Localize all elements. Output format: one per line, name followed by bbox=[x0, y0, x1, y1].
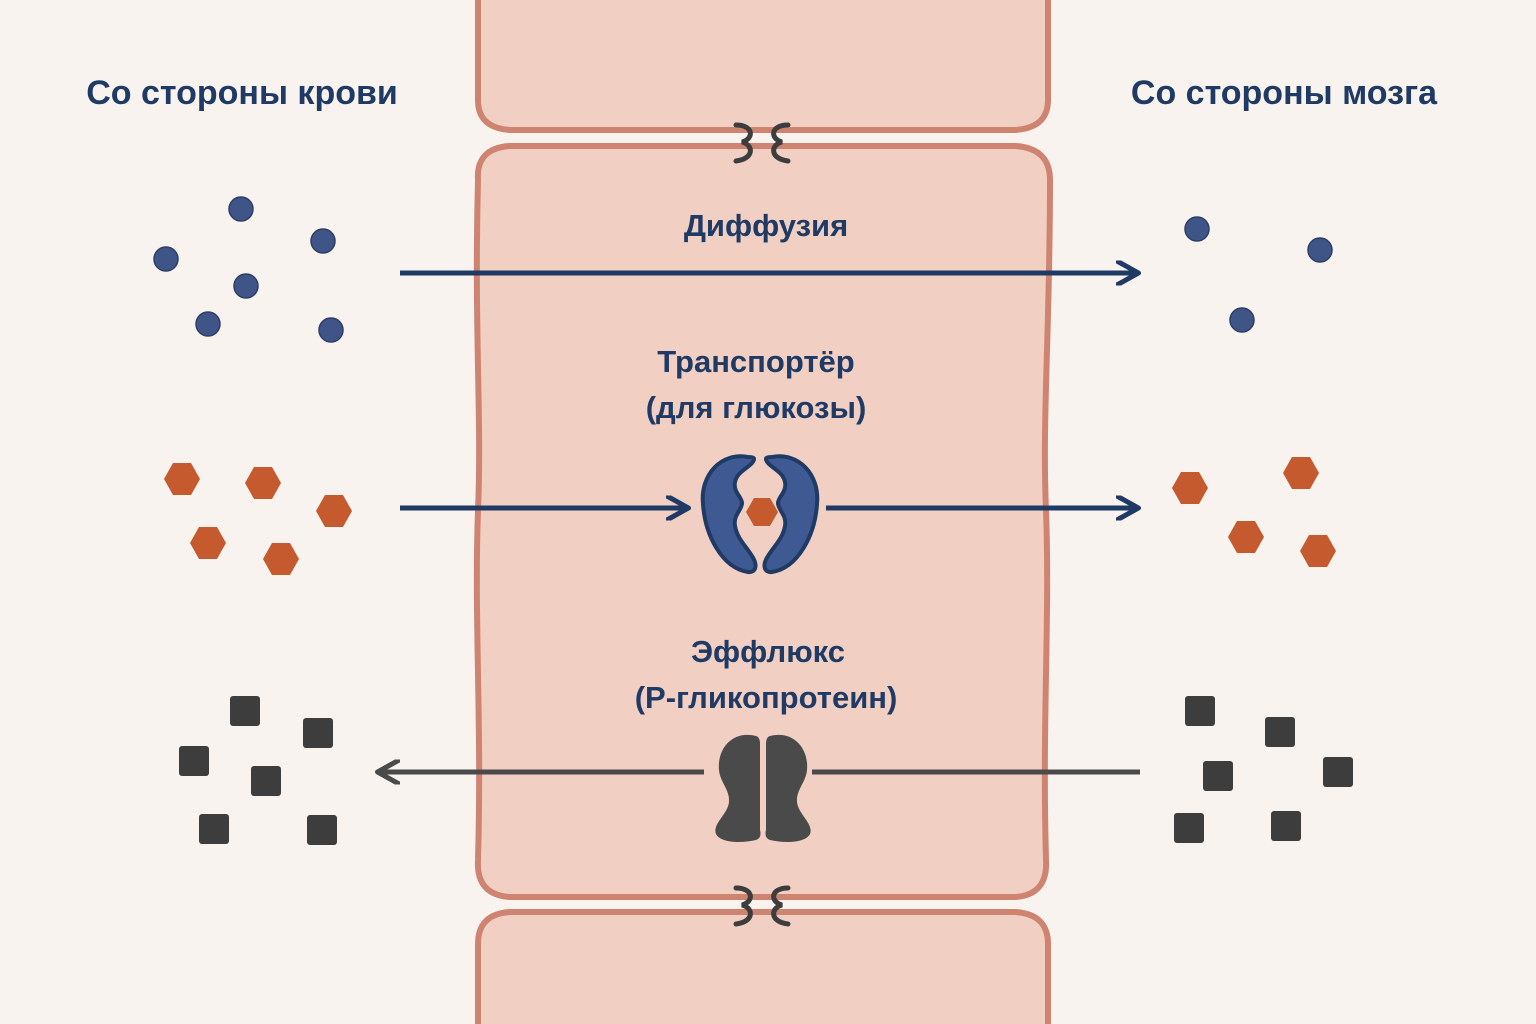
efflux-substrate-square bbox=[199, 814, 229, 844]
small-molecule-circle bbox=[1307, 237, 1333, 263]
glucose-hexagon-bound bbox=[746, 498, 778, 526]
glut-transporter-icon bbox=[700, 454, 820, 575]
glucose-hexagon bbox=[245, 467, 281, 499]
small-molecule-circle bbox=[195, 311, 221, 337]
small-molecule-circle bbox=[233, 273, 259, 299]
efflux-substrate-square bbox=[1185, 696, 1215, 726]
glucose-hexagon bbox=[190, 527, 226, 559]
endothelial-cell-bottom bbox=[475, 909, 1051, 1024]
small-molecule-circle bbox=[1229, 307, 1255, 333]
glucose-hexagon bbox=[164, 463, 200, 495]
glucose-hexagon bbox=[263, 543, 299, 575]
efflux-substrate-square bbox=[1271, 811, 1301, 841]
efflux-substrate-square bbox=[1174, 813, 1204, 843]
efflux-substrate-square bbox=[1203, 761, 1233, 791]
small-molecule-circle bbox=[153, 246, 179, 272]
efflux-substrate-square bbox=[1323, 757, 1353, 787]
efflux-substrate-square bbox=[1265, 717, 1295, 747]
diffusion-label: Диффузия bbox=[684, 208, 848, 243]
tight-junction-icon bbox=[733, 885, 791, 927]
small-molecule-circle bbox=[310, 228, 336, 254]
transporter-label: Транспортёр bbox=[657, 344, 854, 379]
glucose-hexagon bbox=[1283, 457, 1319, 489]
small-molecule-circle bbox=[1184, 216, 1210, 242]
brain-small-molecules bbox=[1184, 216, 1333, 333]
glucose-hexagon bbox=[316, 495, 352, 527]
glucose-hexagon bbox=[1228, 521, 1264, 553]
brain-glucose-molecules bbox=[1172, 457, 1336, 567]
efflux-label: Эффлюкс bbox=[691, 634, 845, 669]
endothelial-cells bbox=[473, 0, 1054, 1024]
efflux-substrate-square bbox=[179, 746, 209, 776]
efflux-substrate-square bbox=[307, 815, 337, 845]
small-molecule-circle bbox=[228, 196, 254, 222]
efflux-substrate-square bbox=[303, 718, 333, 748]
efflux-substrate-square bbox=[230, 696, 260, 726]
glucose-hexagon bbox=[1300, 535, 1336, 567]
glucose-hexagon bbox=[1172, 472, 1208, 504]
efflux-sublabel: (P-гликопротеин) bbox=[635, 680, 898, 715]
small-molecule-circle bbox=[318, 317, 344, 343]
brain-side-title: Со стороны мозга bbox=[1131, 74, 1438, 112]
blood-side-title: Со стороны крови bbox=[86, 74, 398, 112]
brain-efflux-substrates bbox=[1174, 696, 1353, 843]
p-glycoprotein-pump-icon bbox=[715, 734, 811, 842]
endothelial-cell-top bbox=[475, 0, 1051, 133]
blood-glucose-molecules bbox=[164, 463, 352, 575]
transporter-sublabel: (для глюкозы) bbox=[646, 390, 867, 425]
blood-small-molecules bbox=[153, 196, 344, 343]
blood-efflux-substrates bbox=[179, 696, 337, 845]
tight-junction-icon bbox=[733, 122, 791, 164]
efflux-substrate-square bbox=[251, 766, 281, 796]
